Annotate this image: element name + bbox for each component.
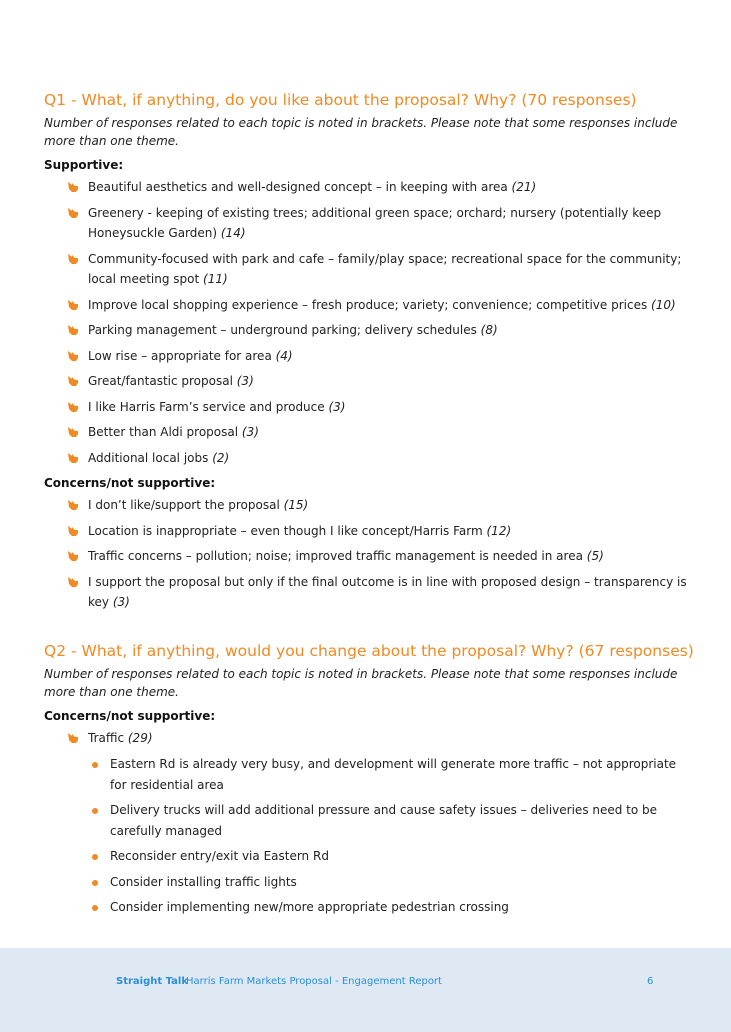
- q1-supportive-list: Beautiful aesthetics and well-designed c…: [44, 177, 694, 468]
- q2-concerns-label: Concerns/not supportive:: [44, 708, 216, 723]
- item-count: (21): [511, 180, 537, 194]
- item-count: (4): [275, 348, 293, 363]
- hand-pointing-icon: [68, 376, 78, 386]
- sub-item-text: Consider installing traffic lights: [110, 874, 297, 889]
- item-count: (3): [236, 374, 254, 388]
- item-text: Beautiful aesthetics and well-designed c…: [88, 180, 512, 194]
- item-count: (3): [328, 399, 346, 414]
- q2-title: Q2 - What, if anything, would you change…: [44, 641, 694, 660]
- item-count: (11): [203, 272, 228, 286]
- hand-pointing-icon: [68, 551, 78, 561]
- hand-pointing-icon: [68, 427, 78, 437]
- q1-title: Q1 - What, if anything, do you like abou…: [44, 91, 637, 109]
- list-item: Parking management – underground parking…: [44, 320, 694, 341]
- item-text: Low rise – appropriate for area: [88, 348, 276, 363]
- item-text: Better than Aldi proposal: [88, 425, 242, 439]
- item-count: (5): [586, 549, 604, 563]
- page-footer: Straight Talk Harris Farm Markets Propos…: [0, 948, 731, 1032]
- q1-note: Number of responses related to each topi…: [44, 116, 678, 148]
- item-text: Greenery - keeping of existing trees; ad…: [88, 205, 662, 241]
- q1-supportive-label: Supportive:: [44, 158, 124, 172]
- item-text: I like Harris Farm’s service and produce: [88, 399, 329, 414]
- item-text: I don’t like/support the proposal: [88, 498, 284, 512]
- sub-item-text: Delivery trucks will add additional pres…: [110, 803, 658, 838]
- sub-item-text: Eastern Rd is already very busy, and dev…: [110, 757, 677, 792]
- hand-pointing-icon: [68, 576, 78, 587]
- item-count: (2): [212, 450, 230, 465]
- sub-item-text: Reconsider entry/exit via Eastern Rd: [110, 849, 329, 863]
- list-item: Traffic concerns – pollution; noise; imp…: [44, 546, 694, 567]
- hand-pointing-icon: [68, 253, 78, 264]
- hand-pointing-icon: [68, 452, 78, 463]
- sub-list-item: Reconsider entry/exit via Eastern Rd: [88, 846, 694, 867]
- page-number: 6: [647, 976, 654, 987]
- list-item: Low rise – appropriate for area (4): [44, 346, 694, 367]
- hand-pointing-icon: [68, 350, 78, 361]
- bullet-dot-icon: [92, 762, 98, 768]
- traffic-text: Traffic: [88, 730, 128, 745]
- item-count: (3): [112, 595, 130, 609]
- traffic-sub-list: Eastern Rd is already very busy, and dev…: [88, 754, 694, 918]
- item-text: Great/fantastic proposal: [88, 374, 237, 388]
- list-item: Additional local jobs (2): [44, 448, 694, 469]
- hand-pointing-icon: [68, 207, 78, 218]
- sub-list-item: Consider installing traffic lights: [88, 872, 694, 893]
- item-text: Community-focused with park and cafe – f…: [88, 251, 682, 287]
- q2-note: Number of responses related to each topi…: [44, 666, 678, 699]
- item-count: (14): [220, 226, 246, 240]
- list-item: Beautiful aesthetics and well-designed c…: [44, 177, 694, 198]
- item-count: (15): [283, 498, 309, 512]
- sub-list-item: Delivery trucks will add additional pres…: [88, 800, 694, 841]
- list-item: I don’t like/support the proposal (15): [44, 495, 694, 516]
- hand-pointing-icon: [68, 500, 78, 510]
- list-item: Traffic (29) Eastern Rd is already very …: [44, 728, 694, 918]
- hand-pointing-icon: [68, 525, 78, 536]
- footer-doc-title: Harris Farm Markets Proposal - Engagemen…: [186, 976, 442, 987]
- q2-concerns-list: Traffic (29) Eastern Rd is already very …: [44, 728, 694, 918]
- list-item: I support the proposal but only if the f…: [44, 572, 694, 613]
- traffic-count: (29): [127, 730, 153, 745]
- item-text: I support the proposal but only if the f…: [88, 574, 687, 610]
- item-text: Location is inappropriate – even though …: [88, 523, 487, 538]
- list-item: Community-focused with park and cafe – f…: [44, 249, 694, 290]
- q1-concerns-list: I don’t like/support the proposal (15) Lo…: [44, 495, 694, 613]
- q1-concerns-label: Concerns/not supportive:: [44, 476, 216, 490]
- item-text: Additional local jobs: [88, 450, 213, 465]
- list-item: Great/fantastic proposal (3): [44, 371, 694, 392]
- item-text: Parking management – underground parking…: [88, 323, 481, 337]
- list-item: Location is inappropriate – even though …: [44, 521, 694, 542]
- item-count: (8): [480, 323, 498, 337]
- footer-brand: Straight Talk: [116, 976, 188, 987]
- hand-pointing-icon: [68, 299, 78, 310]
- hand-pointing-icon: [68, 325, 78, 335]
- item-text: Improve local shopping experience – fres…: [88, 297, 652, 312]
- list-item: Greenery - keeping of existing trees; ad…: [44, 203, 694, 244]
- bullet-dot-icon: [92, 905, 98, 911]
- item-count: (12): [486, 523, 512, 538]
- list-item: Better than Aldi proposal (3): [44, 422, 694, 443]
- item-count: (3): [241, 425, 259, 439]
- report-content: Q1 - What, if anything, do you like abou…: [44, 88, 694, 923]
- list-item: I like Harris Farm’s service and produce…: [44, 397, 694, 418]
- hand-pointing-icon: [68, 401, 78, 412]
- item-text: Traffic concerns – pollution; noise; imp…: [88, 549, 587, 563]
- sub-list-item: Consider implementing new/more appropria…: [88, 897, 694, 918]
- sub-list-item: Eastern Rd is already very busy, and dev…: [88, 754, 694, 795]
- list-item: Improve local shopping experience – fres…: [44, 295, 694, 316]
- item-count: (10): [651, 297, 676, 312]
- hand-pointing-icon: [68, 732, 78, 743]
- bullet-dot-icon: [92, 808, 98, 814]
- bullet-dot-icon: [92, 879, 98, 886]
- sub-item-text: Consider implementing new/more appropria…: [110, 900, 509, 914]
- hand-pointing-icon: [68, 182, 78, 192]
- bullet-dot-icon: [92, 854, 98, 860]
